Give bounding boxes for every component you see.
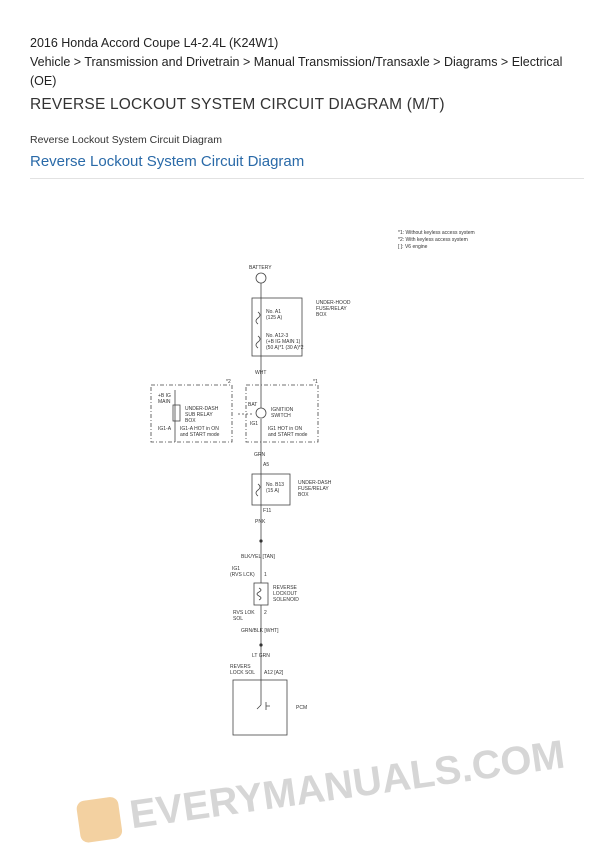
- connector-dot: [259, 539, 263, 543]
- ig1-rvs-label: (RVS LCK): [230, 572, 255, 578]
- fuse-b13-rating: (15 A): [266, 488, 280, 494]
- underhood-box-label: BOX: [316, 312, 327, 318]
- fuse-a12-name: (+B IG MAIN 1): [266, 339, 301, 345]
- ig1a-note: and START mode: [180, 432, 220, 438]
- pin-a12: A12 [A2]: [264, 670, 284, 676]
- ignition-switch-label: IGNITION: [271, 407, 294, 413]
- divider: [30, 178, 584, 179]
- sub-relay-label: SUB RELAY: [185, 412, 213, 418]
- ig1-label: IG1: [250, 421, 258, 427]
- section-caption: Reverse Lockout System Circuit Diagram: [30, 134, 222, 146]
- fuse-a1-rating: (125 A): [266, 315, 282, 321]
- battery-label: BATTERY: [249, 265, 272, 271]
- breadcrumb: Vehicle > Transmission and Drivetrain > …: [30, 55, 563, 88]
- pcm-label: PCM: [296, 705, 307, 711]
- pin-a5: A5: [263, 462, 269, 468]
- fuse-a12-rating: (50 A)*1 (30 A)*2: [266, 345, 304, 351]
- wire-lt-grn: LT GRN: [252, 653, 270, 659]
- page-title: REVERSE LOCKOUT SYSTEM CIRCUIT DIAGRAM (…: [30, 96, 445, 113]
- underdash-box-label: FUSE/RELAY: [298, 486, 329, 492]
- wire-grn-blk: GRN/BLK [WHT]: [241, 628, 279, 634]
- revers-lock-sol-label: LOCK SOL: [230, 670, 255, 676]
- wire-blk-yel: BLK/YEL [TAN]: [241, 554, 276, 560]
- note-1: *1: Without keyless access system: [398, 230, 475, 236]
- ig-main-label: +B IG: [158, 393, 171, 399]
- header: 2016 Honda Accord Coupe L4-2.4L (K24W1) …: [30, 34, 590, 91]
- underhood-box-label: FUSE/RELAY: [316, 306, 347, 312]
- fuse-a12-label: No. A12-3: [266, 333, 288, 339]
- pin-f11: F11: [263, 508, 271, 514]
- wire-wht: WHT: [255, 370, 266, 376]
- vehicle-title: 2016 Honda Accord Coupe L4-2.4L (K24W1): [30, 36, 279, 50]
- solenoid-label: REVERSE: [273, 585, 298, 591]
- underdash-box-label: UNDER-DASH: [298, 480, 332, 486]
- watermark-text: EVERYMANUALS.COM: [127, 733, 567, 838]
- underdash-box-label: BOX: [298, 492, 309, 498]
- wire-pnk: PNK: [255, 519, 266, 525]
- bat-label: BAT: [248, 402, 257, 408]
- ignition-switch-label: SWITCH: [271, 413, 291, 419]
- mark-1: *1: [313, 379, 318, 385]
- solenoid-label: SOLENOID: [273, 597, 299, 603]
- fuse-b13-label: No. B13: [266, 482, 284, 488]
- connector-dot: [259, 643, 263, 647]
- note-2: *2: With keyless access system: [398, 237, 468, 243]
- rvs-lok-sol-label: SOL: [233, 616, 243, 622]
- mark-2: *2: [226, 379, 231, 385]
- rvs-lok-sol-label: RVS LOK: [233, 610, 255, 616]
- section-heading: Reverse Lockout System Circuit Diagram: [30, 153, 305, 170]
- ig1-note: and START mode: [268, 432, 308, 438]
- pin-1: 1: [264, 572, 267, 578]
- wire-grn: GRN: [254, 452, 266, 458]
- ig1-rvs-label: IG1: [232, 566, 240, 572]
- ig1-note: IG1 HOT in ON: [268, 426, 302, 432]
- underhood-box-label: UNDER-HOOD: [316, 300, 351, 306]
- note-3: [ ]: V6 engine: [398, 244, 428, 250]
- ig1a-label: IG1-A: [158, 426, 172, 432]
- solenoid-label: LOCKOUT: [273, 591, 297, 597]
- sub-relay-label: BOX: [185, 418, 196, 424]
- pin-2: 2: [264, 610, 267, 616]
- ig1a-note: IG1-A HOT in ON: [180, 426, 219, 432]
- watermark-logo-icon: [76, 797, 123, 843]
- ig-main-label: MAIN: [158, 399, 171, 405]
- fuse-a1-label: No. A1: [266, 309, 281, 315]
- sub-relay-label: UNDER-DASH: [185, 406, 219, 412]
- watermark: EVERYMANUALS.COM: [76, 733, 567, 843]
- revers-lock-sol-label: REVERS: [230, 664, 251, 670]
